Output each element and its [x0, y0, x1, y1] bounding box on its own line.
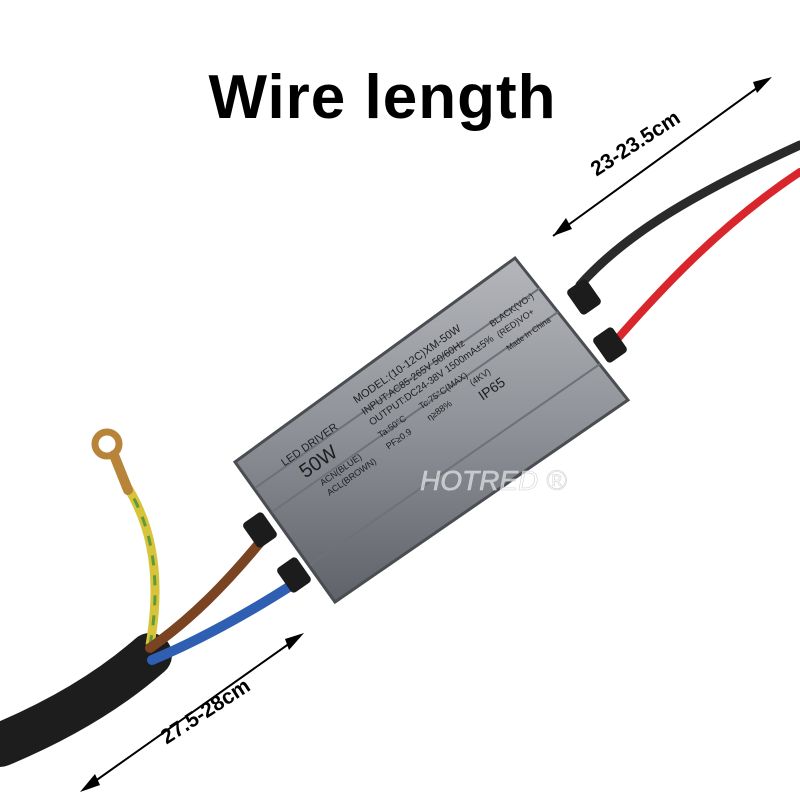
- blue-wire: [147, 580, 297, 665]
- watermark: HOTRED ®: [420, 465, 567, 496]
- led-driver-housing: [232, 255, 631, 605]
- page-title: Wire length: [208, 63, 557, 132]
- input-cable-jacket: [0, 633, 172, 767]
- output-dimension-arrow: [552, 77, 772, 237]
- earth-wire: [124, 485, 160, 646]
- red-output-wire: [608, 168, 800, 349]
- brown-wire: [145, 535, 267, 653]
- input-dimension-arrow: [80, 633, 304, 792]
- black-output-wire: [575, 140, 800, 290]
- ring-terminal-icon: [91, 428, 133, 495]
